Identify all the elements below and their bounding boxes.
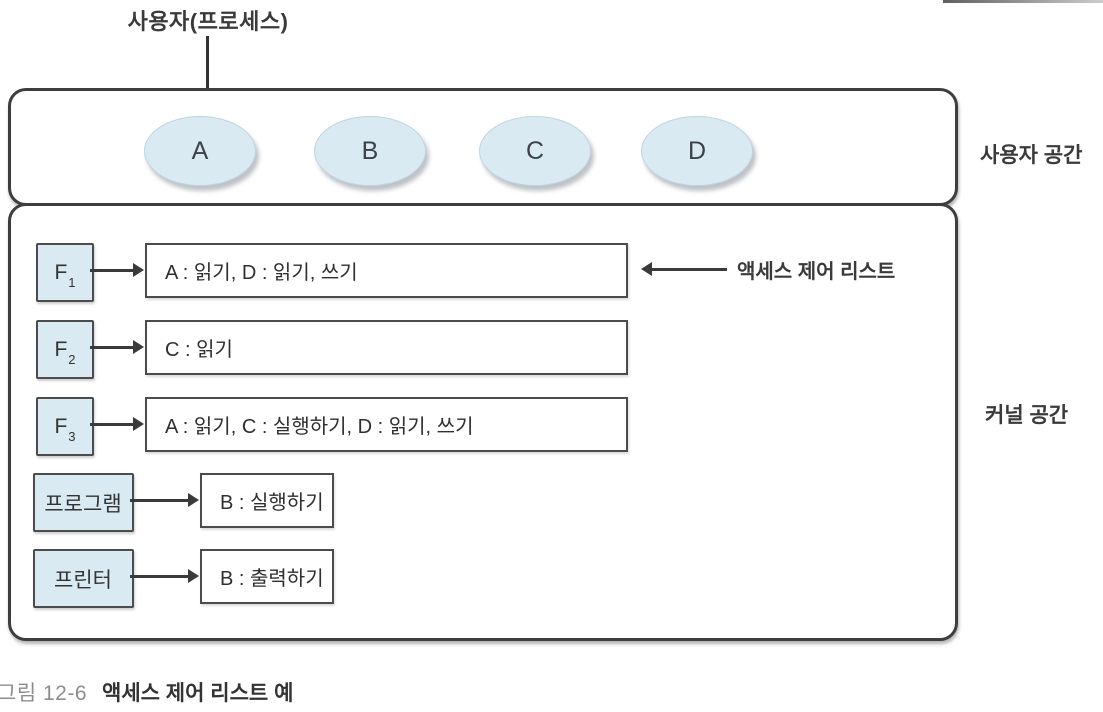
- subject-box-program: 프로그램: [33, 473, 134, 532]
- user-process-label: 사용자(프로세스): [127, 9, 289, 34]
- acl-box-f3: A : 읽기, C : 실행하기, D : 읽기, 쓰기: [145, 397, 628, 452]
- cropped-edge-artifact: [943, 0, 1103, 3]
- acl-box-printer: B : 출력하기: [200, 549, 334, 604]
- subject-label: F: [54, 337, 68, 361]
- down-arrow-icon: [201, 36, 212, 104]
- user-space-label: 사용자 공간: [980, 144, 1083, 167]
- acl-entry-text: A : 읽기, D : 읽기, 쓰기: [165, 262, 358, 284]
- right-arrow-icon: [90, 341, 144, 353]
- acl-pointer-label: 액세스 제어 리스트: [737, 261, 896, 283]
- acl-entry-text: B : 실행하기: [220, 492, 324, 514]
- subject-label: 프린터: [54, 568, 112, 592]
- figure-title: 액세스 제어 리스트 예: [102, 682, 294, 705]
- right-arrow-icon: [90, 264, 144, 276]
- subject-subscript: 3: [68, 429, 76, 444]
- process-label: A: [191, 136, 209, 165]
- process-ellipse-b: B: [314, 116, 426, 186]
- right-arrow-icon: [130, 494, 199, 506]
- subject-label: F: [54, 260, 68, 284]
- left-arrow-icon: [641, 263, 727, 275]
- process-label: C: [525, 136, 545, 165]
- subject-label: F: [54, 414, 68, 438]
- subject-label: 프로그램: [44, 492, 122, 516]
- kernel-space-label: 커널 공간: [985, 404, 1069, 427]
- acl-entry-text: B : 출력하기: [220, 568, 324, 590]
- process-ellipse-a: A: [144, 116, 256, 186]
- process-ellipse-d: D: [641, 116, 753, 186]
- acl-box-program: B : 실행하기: [200, 473, 334, 528]
- subject-subscript: 1: [68, 275, 76, 290]
- figure-number: 그림 12-6: [0, 682, 88, 705]
- right-arrow-icon: [90, 418, 144, 430]
- acl-entry-text: A : 읽기, C : 실행하기, D : 읽기, 쓰기: [165, 416, 474, 438]
- right-arrow-icon: [130, 570, 199, 582]
- subject-subscript: 2: [68, 352, 76, 367]
- process-label: B: [361, 136, 379, 165]
- acl-entry-text: C : 읽기: [165, 339, 233, 361]
- acl-box-f2: C : 읽기: [145, 320, 628, 375]
- acl-box-f1: A : 읽기, D : 읽기, 쓰기: [145, 243, 628, 298]
- subject-box-printer: 프린터: [33, 549, 134, 608]
- process-ellipse-c: C: [479, 116, 591, 186]
- process-label: D: [687, 136, 707, 165]
- figure-caption: 그림 12-6 액세스 제어 리스트 예: [0, 677, 293, 707]
